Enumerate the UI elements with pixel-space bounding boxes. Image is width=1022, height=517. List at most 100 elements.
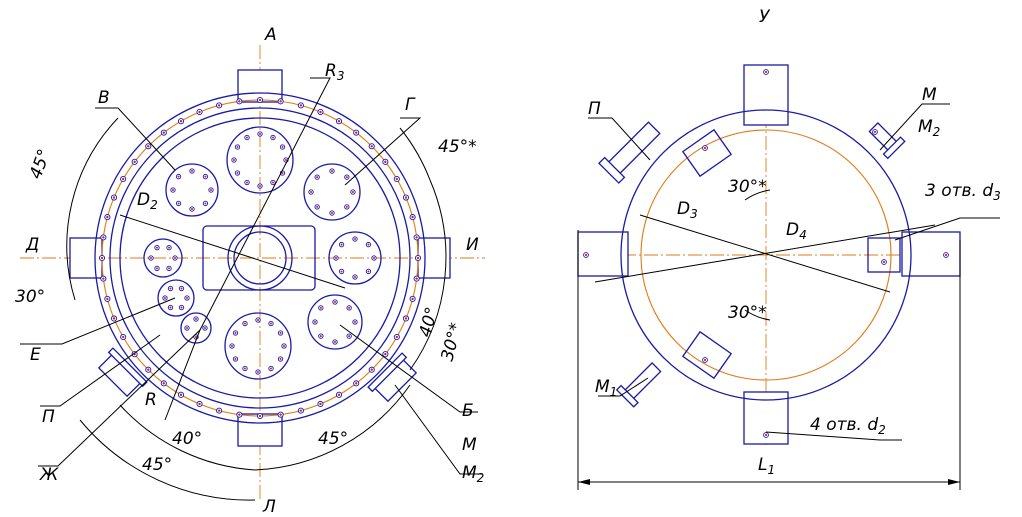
sub-flange-e [157, 279, 195, 317]
sub-flange-bolt-dot [204, 327, 206, 329]
sub-flange-bolt-dot [367, 243, 370, 246]
sub-flange-top [226, 126, 294, 194]
right-leaders [578, 103, 1000, 485]
left-nozzles [69, 69, 451, 447]
label-L1: L1 [758, 455, 775, 477]
flange-bolt-dot [337, 119, 341, 123]
label-Zh: Ж [39, 465, 59, 485]
label-I: И [466, 235, 479, 255]
sub-flange-zh [180, 312, 212, 344]
flange-bolt-dot [198, 110, 201, 114]
right-view: У П M M2 M1 D3 D4 3 отв. d3 4 отв. d2 L1… [577, 7, 1001, 490]
flange-bolt-dot [370, 368, 373, 371]
hole-marker-dot [703, 146, 707, 150]
sub-flange-bolt-dot [316, 205, 319, 208]
label-R: R [145, 390, 157, 410]
flange-bolt-dot [102, 277, 105, 280]
label-M-right: M [922, 85, 937, 105]
label-P-right: П [588, 99, 601, 119]
nozzle-top [237, 69, 283, 103]
sub-flange-bolt-dot [257, 319, 259, 321]
hole-marker-dot [873, 130, 877, 134]
angle-left-30: 30° [15, 287, 45, 307]
left-sub-flanges [143, 126, 382, 380]
sub-flange-bolt-dot [316, 176, 319, 179]
sub-flange-bolt-dot [259, 133, 261, 135]
sub-flange-bolt-dot [259, 185, 261, 187]
label-D: Д [25, 235, 39, 255]
flange-bolt-dot [355, 131, 358, 134]
hole-marker-dot [764, 433, 768, 437]
clamp-right [867, 237, 901, 273]
sub-flange-bolt-dot [244, 322, 246, 325]
angle-right-upper: 45°* [438, 137, 477, 157]
sub-flange-bolt-dot [279, 332, 282, 334]
flange-bolt-dot [411, 215, 414, 219]
label-G: Г [405, 95, 416, 115]
hole-marker-dot [764, 70, 768, 74]
sub-flange-bolt-dot [177, 202, 180, 205]
flange-bolt-dot [299, 104, 303, 107]
hole-marker-dot [584, 253, 588, 257]
right-inner-circle [640, 129, 892, 381]
sub-flange-bolt-dot [285, 159, 287, 161]
sub-flange-bolt-dot [233, 159, 235, 161]
sub-flange-bolt-dot [234, 332, 237, 334]
label-B: Б [462, 401, 474, 421]
nozzle-lower-left [97, 347, 148, 398]
sub-flange-bolt-dot [279, 358, 282, 360]
nozzle-lower-right [367, 352, 418, 403]
flange-bolt-dot [370, 145, 373, 148]
central-opening-inner [233, 231, 287, 285]
label-V: В [98, 88, 110, 108]
nozzle-left [69, 237, 103, 279]
label-D2: D2 [137, 190, 158, 212]
flange-bolt-dot [319, 402, 322, 406]
flange-bolt-dot [121, 335, 125, 339]
hole-marker-dot [882, 260, 886, 264]
flange-bolt-dot [121, 177, 125, 181]
flange-bolt-dot [100, 256, 104, 260]
flange-bolt-dot [337, 393, 341, 397]
sub-flange-bolt-dot [257, 371, 259, 373]
sub-flange-bolt-dot [231, 345, 233, 347]
sub-flange-bolt-dot [246, 136, 248, 139]
left-shell [119, 117, 401, 399]
clamp-upper [681, 128, 733, 178]
nozzle-M-right [868, 122, 906, 160]
sub-flange-bolt-dot [335, 257, 337, 259]
flange-bolt-dot [217, 104, 221, 107]
flange-bolt-dot [355, 382, 358, 385]
central-opening [227, 225, 293, 291]
flange-bolt-dot [133, 160, 136, 163]
left-sub-bolts [148, 131, 377, 375]
left-bolt-ring [98, 96, 422, 420]
label-holes3: 3 отв. d3 [925, 181, 1001, 203]
sub-flange-bolt-dot [204, 202, 207, 205]
sub-flange-bottom [224, 312, 292, 380]
sub-flange-bolt-dot [354, 238, 356, 240]
sub-flange-bolt-dot [281, 146, 284, 148]
left-inner-ring [109, 107, 411, 409]
sub-flange-bolt-dot [334, 341, 336, 343]
angle-right-30: 30°* [438, 321, 467, 364]
sub-flange-bolt-dot [180, 287, 183, 290]
flange-bolt-dot [279, 100, 282, 103]
sub-flange-bolt-dot [340, 270, 343, 273]
angle-right-40: 40° [416, 305, 443, 339]
label-P: П [42, 407, 55, 427]
label-R3: R3 [325, 61, 344, 83]
sub-flange-bolt-dot [246, 181, 248, 184]
sub-flange-bolt-dot [272, 136, 274, 139]
label-M: M [462, 435, 477, 455]
flange-bolt-dot [162, 382, 165, 385]
label-A: А [264, 25, 277, 45]
sub-flange-bolt-dot [319, 335, 322, 338]
flange-bolt-dot [279, 413, 282, 416]
flange-bolt-dot [217, 409, 221, 412]
sub-flange-bolt-dot [234, 358, 237, 360]
sub-flange-bolt-dot [340, 243, 343, 246]
angle-bottom-45-right: 45° [318, 429, 348, 449]
flange-bolt-dot [416, 256, 420, 260]
hole-marker-dot [944, 253, 948, 257]
